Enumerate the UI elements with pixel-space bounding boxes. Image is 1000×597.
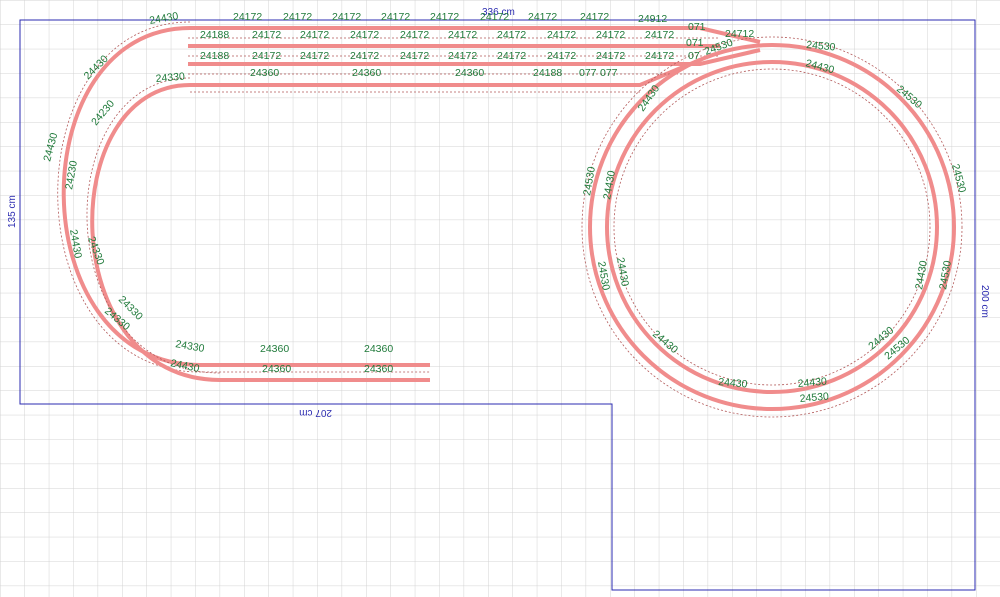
track-label: 24230 [63,160,80,191]
track-circle-inner-sleepers [613,68,931,386]
track-label: 24360 [352,67,381,79]
track-label: 24430 [913,260,930,291]
track-label: 24188 [200,50,229,62]
track-label: 24172 [350,29,379,41]
track-label: 24530 [595,260,612,291]
track-label: 24172 [645,29,674,41]
track-label: 24172 [252,29,281,41]
track-label: 24172 [400,50,429,62]
track-circle-inner[interactable] [605,60,939,394]
track-label: 24188 [200,29,229,41]
track-label: 24172 [400,29,429,41]
labels-bottom: 24360 24360 24360 24360 [260,343,393,375]
track-label: 24330 [174,338,205,355]
track-label: 24430 [614,256,631,287]
track-label: 24172 [332,11,361,23]
track-label: 24360 [455,67,484,79]
track-label: 24530 [937,260,954,291]
labels-top-row3: 24188 24172 24172 24172 24172 24172 2417… [200,50,700,62]
dimension-top: 336 cm [482,7,515,18]
track-label: 24912 [638,13,667,25]
track-label: 24360 [250,67,279,79]
track-top-row1[interactable] [190,26,761,44]
dimension-left: 135 cm [7,195,18,228]
track-label: 24172 [547,29,576,41]
track-label: 24430 [169,357,200,375]
track-label: 24172 [645,50,674,62]
track-label: 071 [688,21,706,33]
track-label: 24712 [725,28,754,40]
track-label: 24330 [155,70,185,85]
track-label: 077 [579,67,597,79]
track-label: 24172 [596,29,625,41]
track-label: 24360 [364,343,393,355]
track-label: 24172 [448,29,477,41]
track-label: 071 [686,37,704,49]
track-label: 24530 [806,39,836,54]
track-circle-outer-sleepers [581,36,963,418]
track-label: 24172 [497,50,526,62]
labels-top-row4: 24330 24360 24360 24360 24188 077 077 [155,67,617,85]
track-label: 24360 [364,363,393,375]
track-label: 24530 [799,390,829,405]
dimension-bottom: 207 cm [299,407,332,418]
track-label: 24430 [67,228,84,259]
room-outline [19,19,976,591]
track-left-loop-inner-sleepers [86,77,221,374]
track-label: 24172 [350,50,379,62]
labels-top-row2: 24188 24172 24172 24172 24172 24172 2417… [200,29,704,49]
track-label: 24188 [533,67,562,79]
track-top-sleepers [188,37,720,93]
track-label: 24172 [300,29,329,41]
track-label: 24172 [381,11,410,23]
track-label: 24172 [547,50,576,62]
track-label: 24172 [448,50,477,62]
track-label: 24172 [252,50,281,62]
track-label: 24430 [797,375,827,390]
track-label: 24172 [430,11,459,23]
track-left-loop-inner[interactable] [90,83,430,382]
track-label: 24172 [596,50,625,62]
track-label: 24360 [260,343,289,355]
track-label: 24172 [528,11,557,23]
track-layout [57,21,963,418]
track-label: 24172 [233,11,262,23]
track-label: 07 [688,50,700,62]
track-label: 24172 [497,29,526,41]
track-label: 24430 [718,376,748,391]
labels-top-row1: 24430 24172 24172 24172 24172 24172 2417… [148,10,754,40]
dimension-right: 200 cm [979,285,990,318]
track-label: 24172 [283,11,312,23]
track-label: 24530 [581,166,598,197]
track-label: 24360 [262,363,291,375]
track-circle-outer[interactable] [588,43,956,411]
track-label: 24430 [148,10,179,27]
track-label: 24430 [601,170,618,201]
track-label: 077 [600,67,618,79]
track-label: 24172 [580,11,609,23]
track-top-row3[interactable] [188,48,761,66]
track-label: 24172 [480,11,509,23]
track-label: 24172 [300,50,329,62]
